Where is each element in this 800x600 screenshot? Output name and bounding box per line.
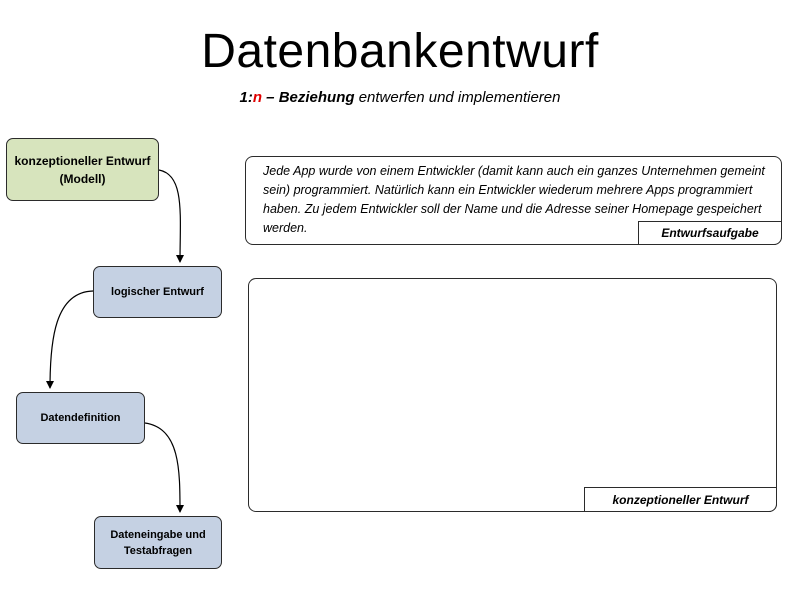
arrow-definition-to-entry [144,422,184,513]
subtitle-relation: – Beziehung [262,89,355,106]
arrow-conceptual-to-logical [158,169,185,263]
subtitle: 1:n – Beziehung entwerfen und implementi… [0,88,800,108]
task-panel: Jede App wurde von einem Entwickler (dam… [245,156,782,245]
step-logical-design: logischer Entwurf [93,266,222,318]
task-panel-label: Entwurfsaufgabe [638,221,782,245]
design-panel-label: konzeptioneller Entwurf [584,487,777,512]
subtitle-ratio-n: n [252,89,263,106]
step-data-entry-tests: Dateneingabe und Testabfragen [94,516,222,569]
step-data-definition: Datendefinition [16,392,145,444]
design-canvas-panel[interactable]: konzeptioneller Entwurf [248,278,777,512]
task-description: Jede App wurde von einem Entwickler (dam… [263,164,765,235]
arrow-logical-to-definition [46,290,94,389]
subtitle-rest: entwerfen und implementieren [354,89,561,106]
page-title: Datenbankentwurf [201,25,599,78]
step-conceptual-design: konzeptioneller Entwurf (Modell) [6,138,159,201]
subtitle-ratio-one: 1: [239,89,253,106]
